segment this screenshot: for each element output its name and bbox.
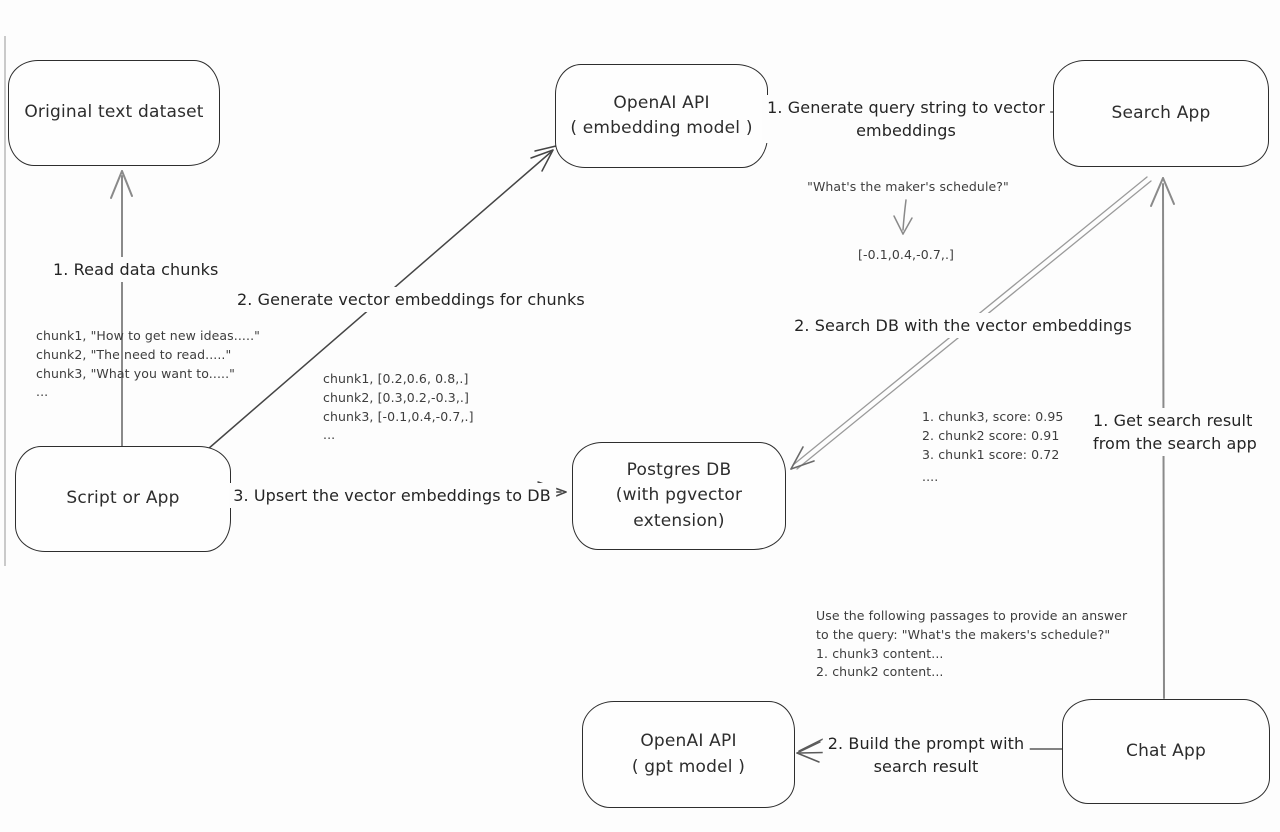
annotation-line: 1. chunk3, score: 0.95 xyxy=(922,409,1064,424)
node-label: Chat App xyxy=(1126,740,1206,761)
edge-label-line1: 1. Get search result xyxy=(1093,411,1253,430)
annotation-line: chunk1, [0.2,0.6, 0.8,.] xyxy=(323,371,469,386)
annotation-chunk-texts: chunk1, "How to get new ideas....." chun… xyxy=(36,327,260,402)
edge-label-generate-embeddings: 2. Generate vector embeddings for chunks xyxy=(232,287,590,313)
node-label-line1: OpenAI API xyxy=(613,92,710,113)
node-label-line2: ( gpt model ) xyxy=(631,756,746,777)
node-chat-app: Chat App xyxy=(1062,699,1270,804)
annotation-line: .... xyxy=(922,469,939,485)
annotation-line: 1. chunk3 content... xyxy=(816,645,944,661)
annotation-prompt-preview: Use the following passages to provide an… xyxy=(816,607,1127,682)
edge-label-line2: embeddings xyxy=(856,121,956,141)
edge-label-build-prompt: 2. Build the prompt with search result xyxy=(822,731,1030,780)
arrow-read-data-chunks xyxy=(110,170,133,447)
node-search-app: Search App xyxy=(1053,60,1269,167)
node-postgres-db: Postgres DB (with pgvector extension) xyxy=(572,442,786,550)
edge-label-line2: from the search app xyxy=(1093,434,1257,454)
node-script-or-app: Script or App xyxy=(15,446,231,552)
node-label-line1: OpenAI API xyxy=(640,731,737,751)
annotation-search-scores: 1. chunk3, score: 0.95 2. chunk2 score: … xyxy=(922,408,1063,487)
annotation-line: chunk1, "How to get new ideas....." xyxy=(36,328,260,343)
annotation-line: Use the following passages to provide an… xyxy=(816,608,1128,623)
annotation-chunk-vectors: chunk1, [0.2,0.6, 0.8,.] chunk2, [0.3,0.… xyxy=(323,370,474,445)
annotation-query-string: "What's the maker's schedule?" xyxy=(807,179,1009,194)
annotation-line: to the query: "What's the makers's sched… xyxy=(816,626,1111,642)
edge-label-query-to-vector: 1. Generate query string to vector embed… xyxy=(762,95,1050,144)
annotation-line: chunk2, [0.3,0.2,-0.3,.] xyxy=(323,389,469,405)
annotation-line: chunk3, "What you want to....." xyxy=(36,365,236,381)
node-label-line2: (with pgvector extension) xyxy=(615,485,743,531)
edge-label-line1: 1. Generate query string to vector xyxy=(767,98,1045,117)
annotation-query-vector: [-0.1,0.4,-0.7,.] xyxy=(857,247,955,262)
node-label: Search App xyxy=(1111,102,1211,123)
node-label: Script or App xyxy=(66,488,180,509)
annotation-line: 2. chunk2 score: 0.91 xyxy=(922,427,1060,443)
edge-label-line2: search result xyxy=(873,757,979,777)
edge-label-search-db: 2. Search DB with the vector embeddings xyxy=(789,313,1137,339)
edge-label-read-chunks: 1. Read data chunks xyxy=(48,257,224,283)
annotation-line: ... xyxy=(323,427,336,443)
annotation-line: 3. chunk1 score: 0.72 xyxy=(922,446,1060,462)
node-label: Original text dataset xyxy=(24,102,204,123)
arrow-query-down xyxy=(893,199,913,235)
node-label-line1: Postgres DB xyxy=(626,459,732,480)
node-openai-gpt-api: OpenAI API ( gpt model ) xyxy=(582,701,795,808)
annotation-line: 2. chunk2 content... xyxy=(816,664,944,680)
node-label-line2: ( embedding model ) xyxy=(570,118,753,138)
edge-label-get-search-result: 1. Get search result from the search app xyxy=(1088,408,1262,457)
annotation-line: chunk3, [-0.1,0.4,-0.7,.] xyxy=(323,408,474,424)
node-original-text-dataset: Original text dataset xyxy=(8,60,220,166)
node-openai-embedding-api: OpenAI API ( embedding model ) xyxy=(555,64,768,168)
annotation-line: chunk2, "The need to read....." xyxy=(36,346,232,362)
edge-label-upsert: 3. Upsert the vector embeddings to DB xyxy=(228,483,556,509)
edge-label-line1: 2. Build the prompt with xyxy=(827,734,1025,753)
annotation-line: ... xyxy=(36,384,49,400)
